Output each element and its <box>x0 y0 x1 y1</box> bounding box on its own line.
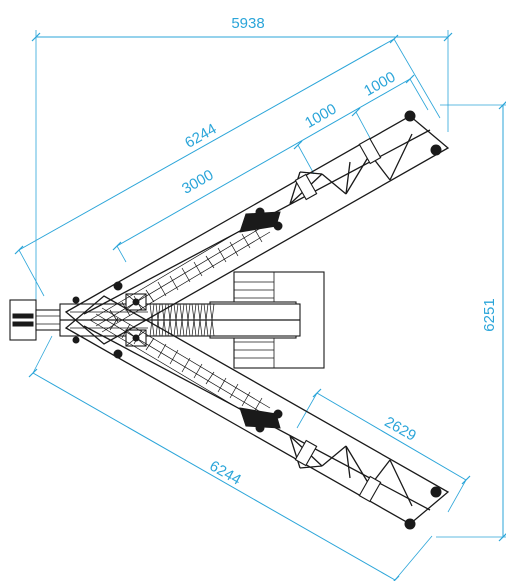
dim-lower-section: 2629 <box>382 413 419 444</box>
dim-overall-width: 5938 <box>231 15 264 32</box>
lower-boom <box>64 295 450 530</box>
center-boom <box>59 293 301 347</box>
dim-upper-section-b: 1000 <box>361 68 398 99</box>
pivot-joints <box>72 296 140 344</box>
dim-upper-boom-length: 6244 <box>182 120 219 151</box>
dimension-labels: 5938 6251 6244 3000 1000 1000 6244 2629 <box>179 15 498 489</box>
dimension-lines <box>14 30 506 581</box>
dim-overall-height: 6251 <box>481 298 498 331</box>
crane-machine <box>9 110 450 530</box>
upper-boom <box>64 110 450 345</box>
dim-lower-boom-length: 6244 <box>207 457 244 488</box>
dim-upper-section-a: 1000 <box>302 100 339 131</box>
